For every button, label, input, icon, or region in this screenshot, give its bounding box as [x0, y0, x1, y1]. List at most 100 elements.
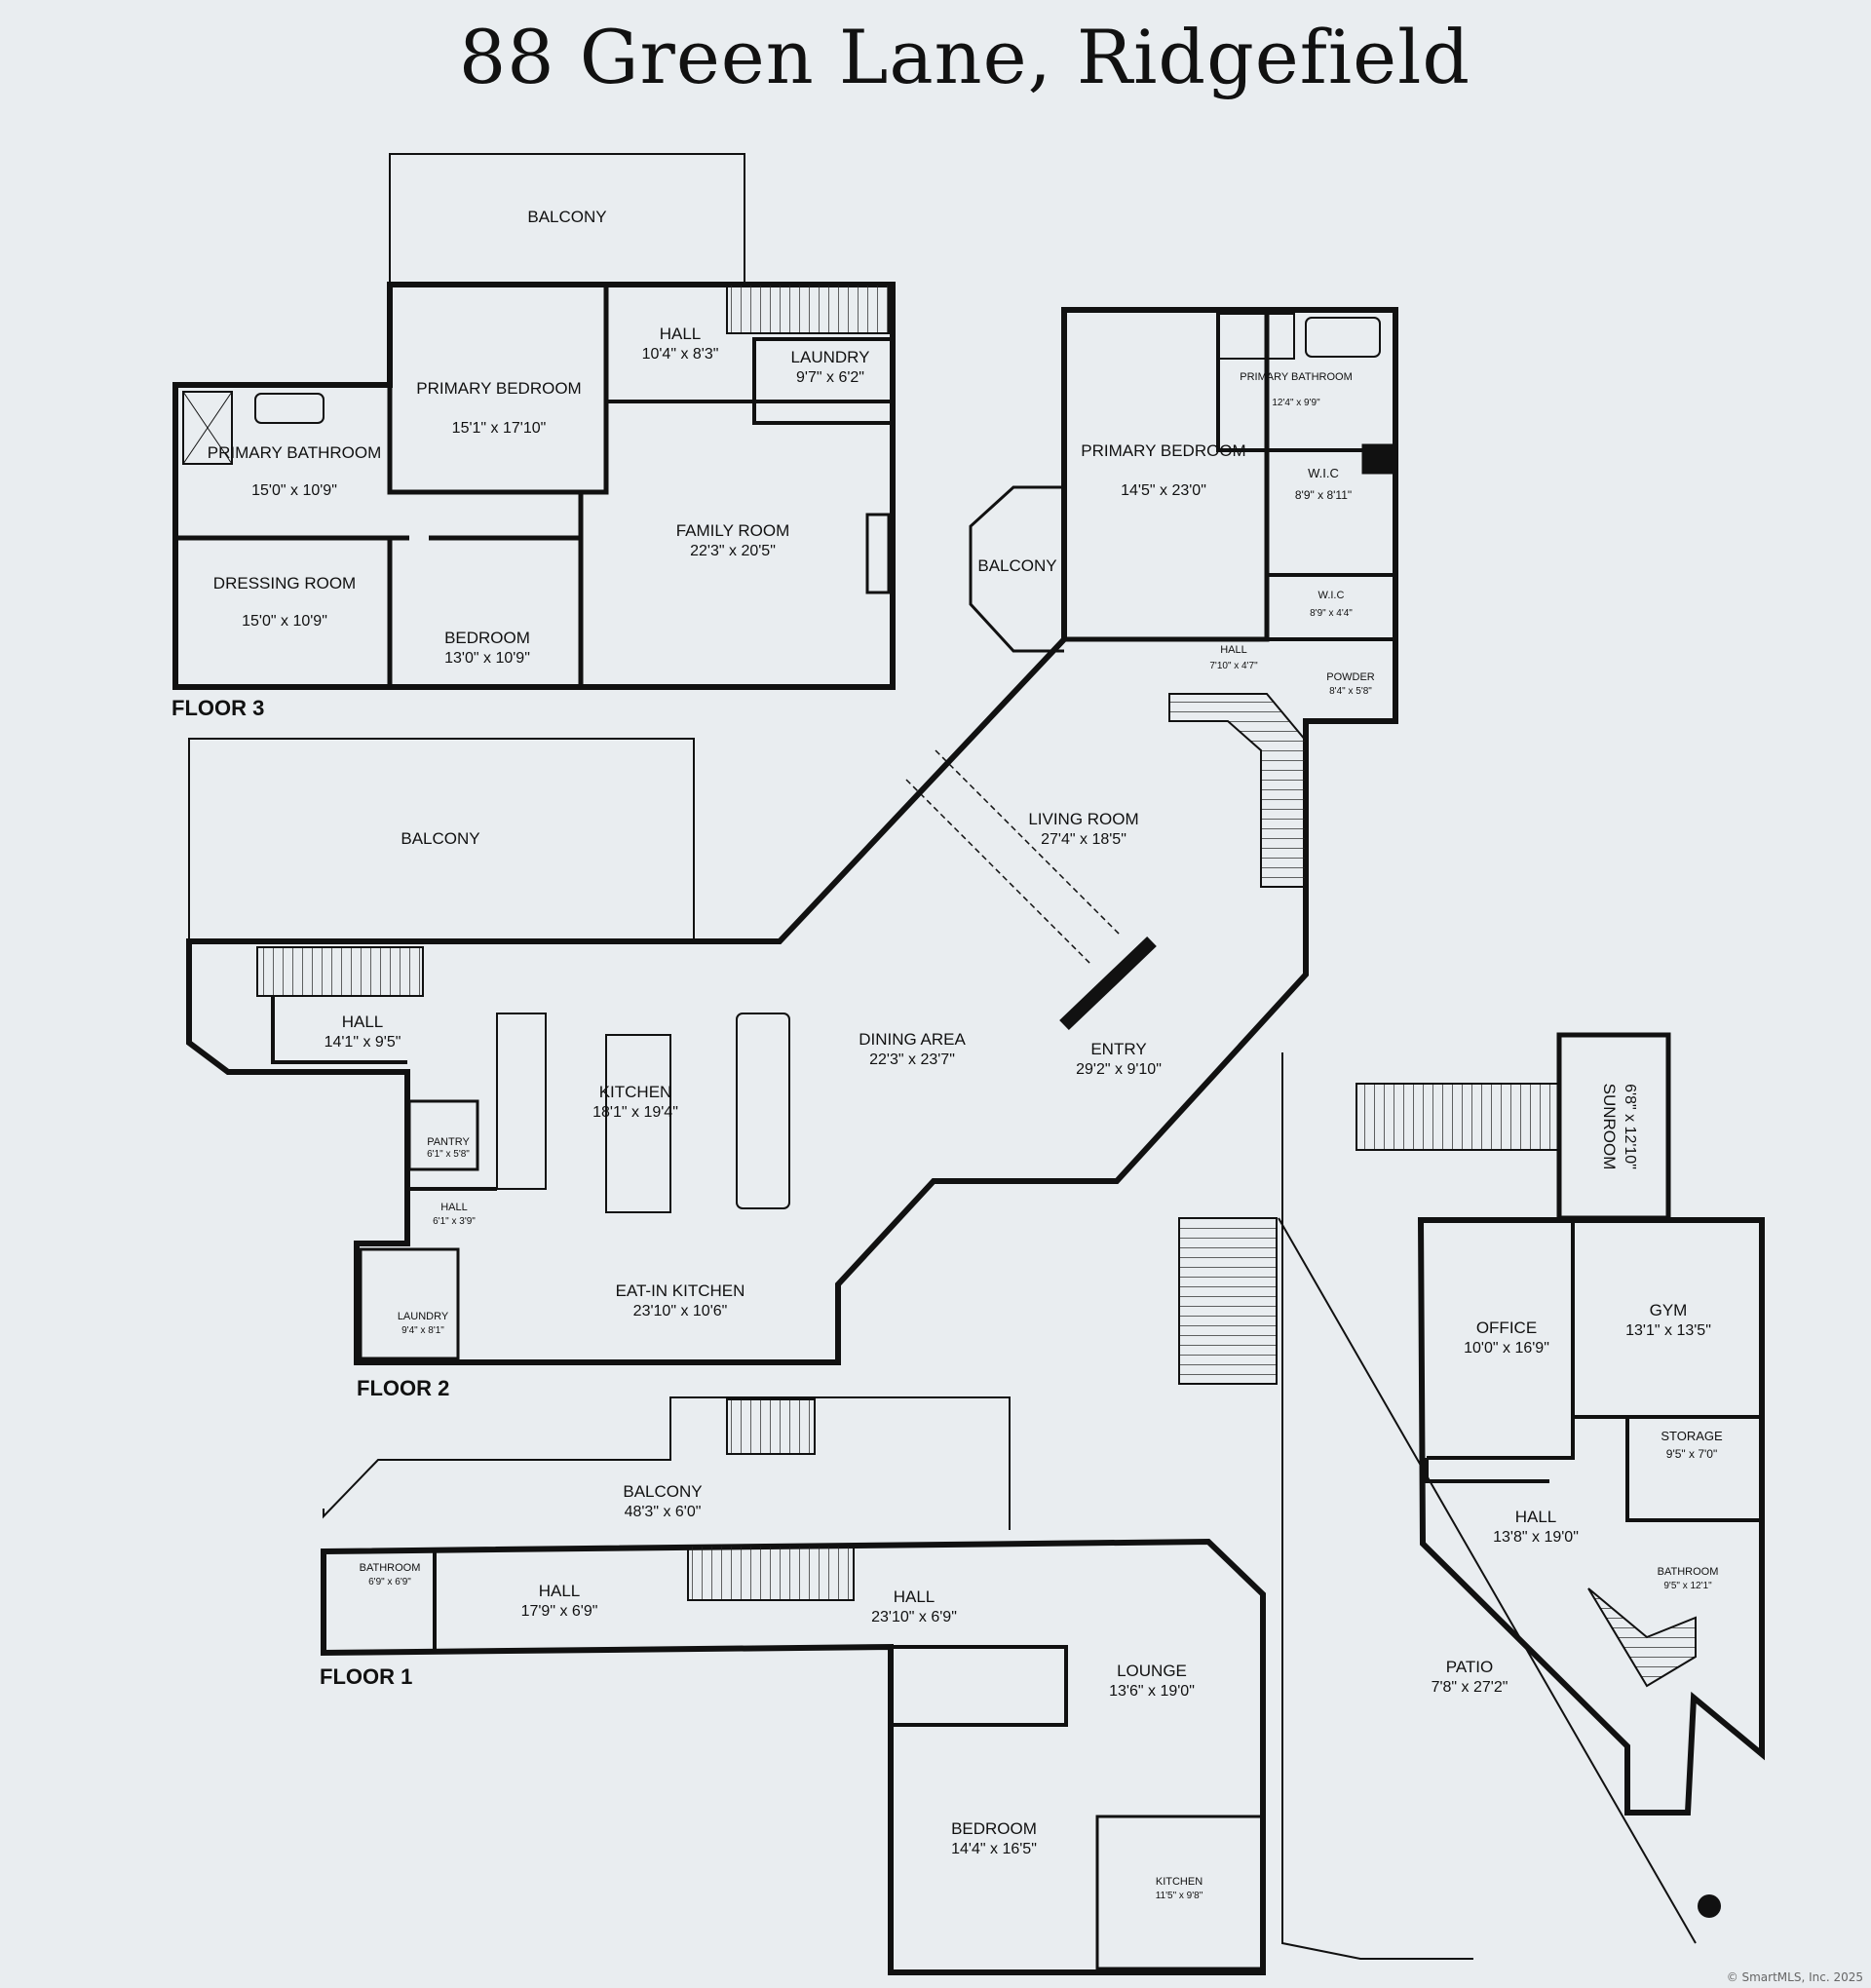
room-name: PANTRY — [427, 1136, 470, 1148]
room-name: EAT-IN KITCHEN — [616, 1281, 745, 1300]
room-dims: 22'3" x 20'5" — [690, 543, 776, 559]
room-dims: 7'8" x 27'2" — [1432, 1679, 1508, 1696]
room-name: W.I.C — [1308, 466, 1339, 480]
room-name: STORAGE — [1661, 1429, 1723, 1443]
room-dims: 29'2" x 9'10" — [1076, 1061, 1162, 1078]
floor-2-skylight-edge — [935, 749, 1122, 937]
room-dims: 14'5" x 23'0" — [1121, 482, 1206, 499]
floor-1-patio-stairs — [1178, 1217, 1278, 1385]
room-dims: 23'10" x 6'9" — [871, 1609, 957, 1625]
floor-3-laundry-walls — [752, 337, 895, 425]
room-name: FAMILY ROOM — [676, 521, 790, 540]
room-name: POWDER — [1326, 671, 1375, 683]
floor-2-kitchen-walls — [405, 1072, 497, 1243]
room-name: LAUNDRY — [398, 1311, 449, 1322]
floor-1-kitchenette — [1095, 1815, 1265, 1970]
room-name: HALL — [342, 1013, 384, 1031]
room-dims: 14'1" x 9'5" — [325, 1034, 401, 1051]
floor-1-patio-outline — [1179, 1052, 1473, 1960]
floor-2-hall-walls — [271, 996, 407, 1064]
room-dims: 7'10" x 4'7" — [1209, 661, 1258, 671]
floor-2-outline — [186, 307, 1398, 1365]
room-name: BALCONY — [401, 829, 479, 848]
room-dims: 8'4" x 5'8" — [1329, 686, 1372, 697]
floor-1-balcony-outline — [323, 1396, 1011, 1530]
room-name: GYM — [1650, 1301, 1688, 1319]
room-dims: 6'8" x 12'10" — [1622, 1084, 1638, 1169]
floor-3-plan — [172, 153, 896, 690]
floor-1-east-walls — [1425, 1220, 1762, 1522]
copyright-notice: © SmartMLS, Inc. 2025 — [1726, 1970, 1863, 1984]
room-name: HALL — [440, 1202, 468, 1213]
floor-3-shower — [182, 391, 233, 465]
floor-2-side-balcony — [969, 485, 1064, 653]
floor-2-dining-bench — [736, 1013, 790, 1209]
floor-2-hall-stairs — [256, 946, 424, 997]
floor-1-patio-edge — [1278, 1217, 1697, 1944]
room-dims: 10'0" x 16'9" — [1464, 1340, 1549, 1357]
floor-1-east-outline — [1417, 1217, 1765, 1816]
room-name: DINING AREA — [859, 1030, 966, 1049]
room-dims: 18'1" x 19'4" — [592, 1104, 678, 1121]
floor-3-stairs — [726, 284, 890, 334]
floor-2-wic-column — [1361, 443, 1396, 475]
room-dims: 48'3" x 6'0" — [625, 1504, 702, 1520]
room-dims: 13'0" x 10'9" — [444, 650, 530, 667]
room-name: HALL — [894, 1587, 936, 1606]
floor-1-outline — [321, 1538, 1266, 1975]
page-title: 88 Green Lane, Ridgefield — [458, 14, 1471, 100]
floor-2-bathtub — [1305, 317, 1381, 358]
floor-3-primary-bedroom-walls — [387, 285, 609, 495]
room-dims: 9'7" x 6'2" — [796, 369, 864, 386]
floor-1-spiral-stairs — [1587, 1587, 1697, 1688]
room-name: HALL — [660, 325, 702, 343]
floor-1-garden-stairs — [1356, 1083, 1560, 1151]
room-name: BEDROOM — [444, 629, 530, 647]
floor-2-skylight-edge — [905, 779, 1092, 966]
floor-3-label: FLOOR 3 — [172, 696, 265, 720]
room-dims: 15'0" x 10'9" — [251, 482, 337, 499]
room-name: ENTRY — [1090, 1040, 1146, 1058]
room-dims: 9'5" x 7'0" — [1666, 1447, 1717, 1461]
floor-2-kitchen-counter — [496, 1013, 547, 1190]
floor-2-shower — [1217, 313, 1295, 360]
room-name: PRIMARY BEDROOM — [416, 379, 581, 398]
floor-1-marker-dot — [1698, 1894, 1721, 1918]
room-name: LOUNGE — [1117, 1662, 1187, 1680]
floor-2-main-stairs — [1168, 693, 1307, 888]
floor-2-laundry-walls — [359, 1247, 460, 1360]
room-name: BALCONY — [527, 208, 606, 226]
room-name: PRIMARY BATHROOM — [208, 443, 382, 462]
room-dims: 14'4" x 16'5" — [951, 1841, 1037, 1857]
room-dims: 8'9" x 8'11" — [1295, 488, 1352, 502]
floor-2-label: FLOOR 2 — [357, 1376, 450, 1400]
room-dims: 6'9" x 6'9" — [368, 1577, 411, 1587]
room-dims: 13'1" x 13'5" — [1625, 1322, 1711, 1339]
room-name: HALL — [1220, 644, 1247, 656]
floor-2-plan — [186, 307, 1398, 1365]
room-dims: 22'3" x 23'7" — [869, 1051, 955, 1068]
room-dims: 23'10" x 10'6" — [633, 1303, 728, 1319]
floor-1-label: FLOOR 1 — [320, 1664, 413, 1689]
floor-1-plan — [321, 1032, 1765, 1975]
floor-2-entry-stairs — [1059, 936, 1157, 1031]
room-name: PRIMARY BEDROOM — [1081, 441, 1245, 460]
room-name: BALCONY — [623, 1482, 702, 1501]
room-dims: 15'0" x 10'9" — [242, 613, 327, 630]
room-name: PRIMARY BATHROOM — [1240, 371, 1353, 383]
room-name: LIVING ROOM — [1028, 810, 1138, 828]
floor-2-pantry-walls — [407, 1099, 479, 1171]
room-name: KITCHEN — [1156, 1876, 1203, 1888]
room-dims: 27'4" x 18'5" — [1041, 831, 1126, 848]
room-name: BALCONY — [977, 556, 1056, 575]
room-dims: 12'4" x 9'9" — [1272, 398, 1320, 408]
room-name: HALL — [1515, 1508, 1557, 1526]
room-dims: 13'8" x 19'0" — [1493, 1529, 1579, 1546]
room-name: OFFICE — [1476, 1319, 1537, 1337]
room-name: HALL — [539, 1582, 581, 1600]
room-dims: 9'4" x 8'1" — [401, 1325, 444, 1336]
floor-1-balcony-stairs — [726, 1398, 816, 1455]
room-dims: 15'1" x 17'10" — [452, 420, 547, 437]
